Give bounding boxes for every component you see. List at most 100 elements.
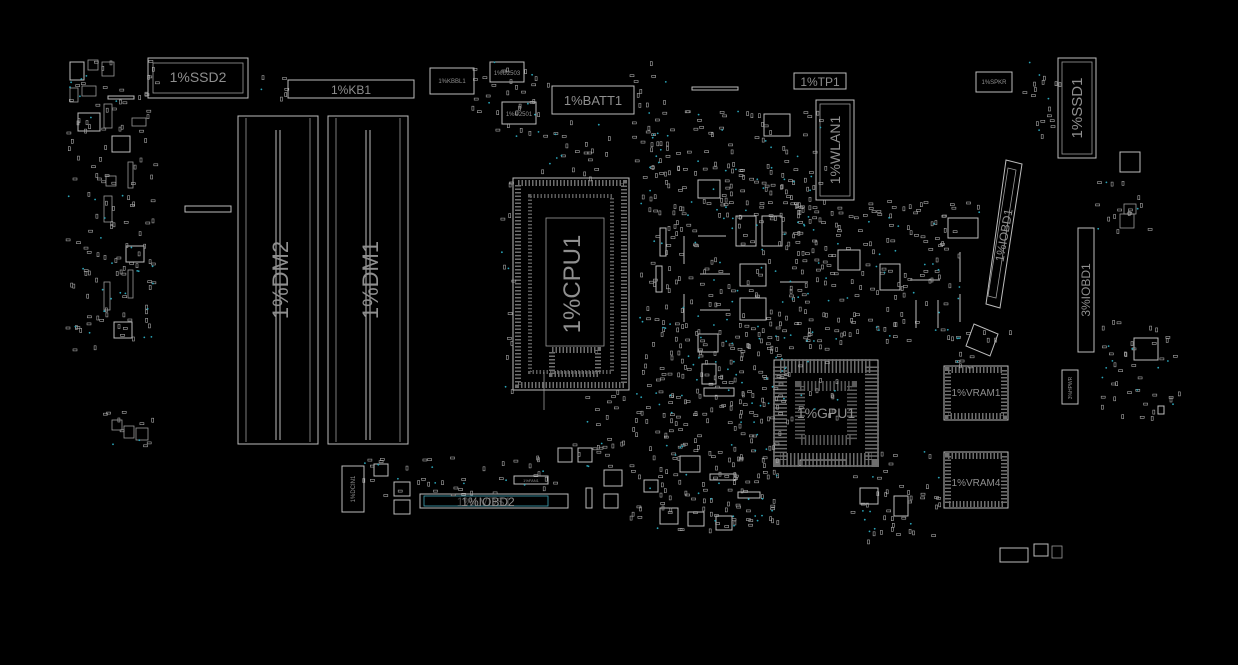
smd-pad — [280, 96, 283, 102]
dm2-slot[interactable]: 1%DM2 — [237, 115, 319, 445]
smd-pad — [662, 412, 666, 418]
smd-pad — [885, 338, 889, 344]
smd-pad — [803, 111, 809, 114]
vram4-chip[interactable]: 1%VRAM4 — [943, 451, 1009, 509]
rotated-chip[interactable] — [965, 323, 999, 357]
smd-pad — [88, 270, 91, 276]
smd-pad — [742, 313, 745, 319]
smd-pad — [753, 213, 759, 216]
smd-pad — [507, 312, 513, 315]
smd-pad — [884, 492, 888, 497]
smd-pad — [670, 355, 674, 361]
smd-pad — [908, 529, 912, 534]
smd-pad — [1097, 181, 1102, 184]
smd-pad — [645, 102, 649, 108]
batt1-connector[interactable]: 1%BATT1 — [551, 85, 635, 115]
via — [872, 476, 874, 478]
smd-pad — [943, 302, 949, 306]
smd-pad — [101, 66, 105, 71]
smd-pad — [674, 336, 678, 342]
iobd1-connector[interactable]: 1%IOBD1 — [985, 159, 1023, 309]
ssd2-connector[interactable]: 1%SSD2 — [147, 57, 249, 99]
smd-pad — [757, 332, 761, 337]
wlan1-connector[interactable]: 1%WLAN1 — [815, 99, 855, 201]
smd-pad — [733, 446, 737, 452]
smd-pad — [764, 184, 770, 188]
smd-pad — [821, 221, 826, 224]
smd-pad — [862, 214, 868, 217]
smd-pad — [715, 522, 720, 525]
iobd1b-connector[interactable]: 3%IOBD1 — [1077, 227, 1095, 353]
smd-pad — [1112, 320, 1115, 325]
kbbl1-connector[interactable]: 1%KBBL1 — [429, 67, 475, 95]
smd-pad — [823, 280, 827, 286]
smd-pad — [112, 206, 115, 211]
u2501-chip[interactable]: 1%U2501 — [501, 101, 537, 125]
smd-pad — [655, 235, 661, 238]
dcin1-connector[interactable]: 1%DCIN1 — [341, 465, 365, 513]
via — [797, 221, 799, 224]
smd-pad — [93, 345, 97, 351]
smd-pad — [926, 484, 929, 490]
smd-pad — [697, 329, 701, 335]
smd-pad — [572, 167, 575, 173]
smd-pad — [640, 140, 646, 144]
smd-pad — [668, 495, 672, 501]
smd-pad — [636, 93, 640, 98]
ssd2-label: 1%SSD2 — [170, 69, 227, 85]
cpu1-package[interactable]: 1%CPU1 — [512, 177, 630, 410]
smd-pad — [146, 441, 152, 445]
fan1-connector[interactable]: 1%FAN1 — [513, 475, 549, 485]
tp1-connector[interactable]: 1%TP1 — [793, 72, 847, 90]
smd-pad — [632, 427, 636, 432]
smd-pad — [673, 473, 679, 477]
via — [878, 253, 881, 256]
iobd2-connector[interactable]: 1%IOBD2 1%LVDS1 — [419, 493, 569, 509]
via — [1111, 360, 1114, 362]
smd-pad — [776, 354, 782, 357]
via — [1097, 227, 1100, 230]
smd-pad — [720, 203, 726, 207]
smd-pad — [894, 294, 897, 300]
dm1-slot[interactable]: 1%DM1 — [327, 115, 409, 445]
smd-pad — [724, 525, 730, 528]
smd-pad — [742, 175, 745, 180]
gpu1-package[interactable]: 1%GPU1 — [773, 359, 879, 467]
smd-pad — [702, 343, 708, 347]
smd-pad — [883, 469, 889, 473]
smd-pad — [150, 199, 156, 203]
spkr-connector[interactable]: 1%SPKR — [975, 71, 1013, 93]
smd-pad — [75, 84, 80, 87]
smd-pad — [719, 405, 725, 408]
smd-pad — [812, 185, 816, 190]
kb1-connector[interactable]: 1%KB1 — [287, 79, 415, 99]
via — [523, 484, 526, 486]
smd-pad — [1101, 325, 1105, 331]
ssd1-connector[interactable]: 1%SSD1 — [1057, 57, 1097, 159]
smd-pad — [664, 171, 667, 177]
smd-pad — [739, 409, 743, 415]
via — [761, 497, 764, 500]
smd-pad — [553, 481, 558, 485]
smd-pad — [896, 533, 901, 536]
smd-pad — [1034, 87, 1037, 92]
smd-pad — [804, 300, 810, 304]
smd-pad — [757, 351, 760, 357]
u2503-chip[interactable]: 1%U2503 — [489, 61, 525, 83]
smd-pad — [104, 174, 110, 177]
smd-pad — [818, 182, 824, 185]
smd-pad — [702, 167, 708, 171]
smd-pad — [692, 229, 698, 233]
smd-pad — [778, 321, 782, 327]
via — [527, 102, 529, 105]
smd-pad — [636, 411, 642, 414]
vram1-chip[interactable]: 1%VRAM1 — [943, 365, 1009, 421]
hpwr-connector[interactable]: 3%HPWR — [1061, 369, 1079, 405]
smd-pad — [735, 335, 741, 339]
via — [505, 479, 507, 482]
via — [714, 519, 717, 522]
smd-pad — [147, 75, 150, 80]
smd-pad — [667, 372, 673, 376]
smd-pad — [146, 109, 152, 113]
iobd2-label: 1%IOBD2 — [461, 495, 515, 509]
